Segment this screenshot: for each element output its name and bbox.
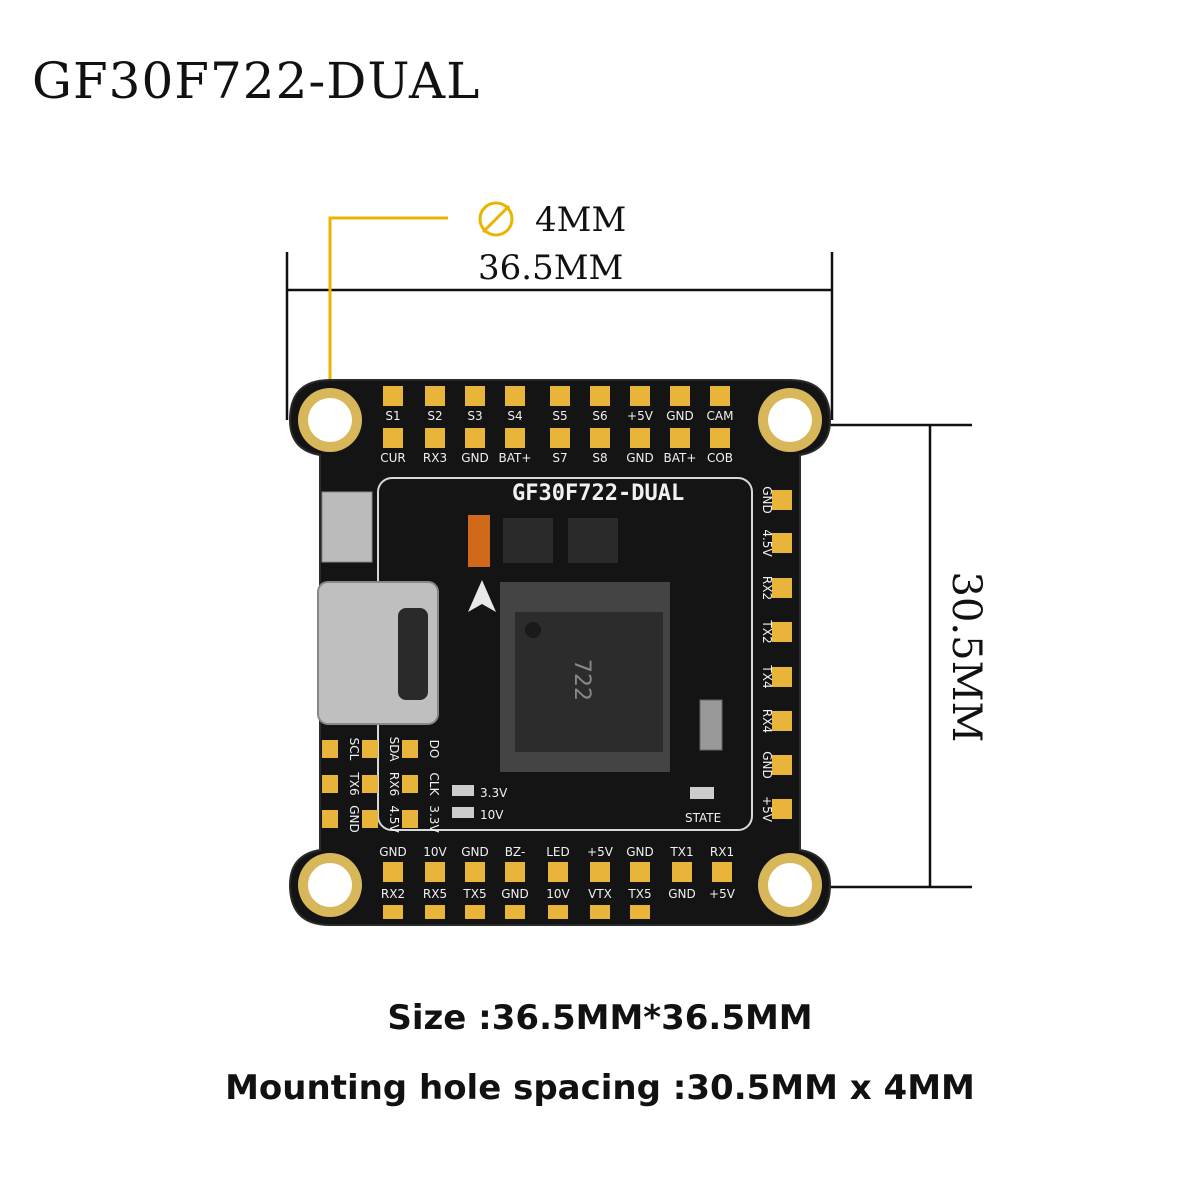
state-label: STATE [685, 811, 721, 825]
board-silkscreen-title: GF30F722-DUAL [512, 481, 684, 506]
boot-button [321, 491, 373, 563]
width-dimension-line [285, 252, 834, 420]
pad-label: RX1 [710, 845, 734, 859]
pad-label: GND [347, 805, 361, 833]
pad-label: RX3 [423, 451, 447, 465]
pad-label: 3.3V [427, 805, 441, 833]
pad-label: BAT+ [664, 451, 697, 465]
left-pads [322, 740, 418, 828]
pad-label: RX5 [423, 887, 447, 901]
pad-label: TX2 [760, 619, 774, 643]
size-spec: Size :36.5MM*36.5MM [387, 998, 813, 1038]
pad-label: COB [707, 451, 733, 465]
pad-label: +5V [709, 887, 736, 901]
pad-label: GND [626, 451, 654, 465]
pad-label: RX2 [381, 887, 405, 901]
pad-label: TX4 [760, 664, 774, 688]
pad-label: RX6 [387, 772, 401, 796]
pad-label: +5V [587, 845, 614, 859]
pad-label: BAT+ [499, 451, 532, 465]
pad-label: S4 [507, 409, 522, 423]
pad-label: GND [626, 845, 654, 859]
orange-component [468, 515, 490, 567]
pad-label: TX5 [462, 887, 486, 901]
pad-label: CLK [427, 773, 441, 797]
pad-label: +5V [760, 796, 774, 823]
pad-label: S2 [427, 409, 442, 423]
usb-c-connector [317, 581, 439, 725]
pad-label: GND [760, 751, 774, 779]
pad-label: 10V [546, 887, 570, 901]
small-chip [568, 518, 618, 563]
pad-label: LED [546, 845, 570, 859]
pad-label: S8 [592, 451, 607, 465]
top-pads [383, 386, 730, 448]
width-dimension-label: 36.5MM [478, 248, 624, 288]
pad-label: GND [760, 486, 774, 514]
chip-marking: 722 [569, 659, 594, 701]
pad-label: GND [379, 845, 407, 859]
pad-label: S1 [385, 409, 400, 423]
status-leds: 3.3V 10V STATE [452, 785, 721, 825]
right-pads [772, 490, 792, 819]
mounting-holes [298, 388, 822, 917]
pad-label: GND [666, 409, 694, 423]
bottom-pads [383, 862, 732, 919]
pad-label: BZ- [505, 845, 526, 859]
mcu-chip: 722 [500, 582, 670, 772]
pad-label: SCL [347, 738, 361, 761]
flight-controller-board: S1 S2 S3 S4 S5 S6 +5V GND CAM CUR RX3 GN… [288, 379, 832, 926]
pad-label: CAM [707, 409, 734, 423]
pad-label: GND [461, 845, 489, 859]
pad-label: GND [501, 887, 529, 901]
small-chip [503, 518, 553, 563]
right-pad-labels: GND 4.5V RX2 TX2 TX4 RX4 GND +5V [760, 486, 774, 822]
pad-label: 10V [423, 845, 447, 859]
pad-label: RX4 [760, 709, 774, 733]
pad-label: +5V [627, 409, 654, 423]
led-label: 10V [480, 808, 504, 822]
crystal-oscillator [699, 699, 723, 751]
pad-label: TX5 [627, 887, 651, 901]
hole-leader-line [328, 216, 448, 432]
pad-label: RX2 [760, 576, 774, 600]
bottom-pad-labels: GND 10V GND BZ- LED +5V GND TX1 RX1 RX2 … [379, 845, 735, 901]
pad-label: SDA [387, 737, 401, 763]
page-title: GF30F722-DUAL [32, 52, 481, 110]
hole-spacing-spec: Mounting hole spacing :30.5MM x 4MM [225, 1068, 975, 1108]
hole-diameter-label: 4MM [535, 200, 627, 240]
direction-arrow-icon [468, 580, 496, 612]
height-dimension-label: 30.5MM [943, 571, 989, 743]
pad-label: S5 [552, 409, 567, 423]
led-label: 3.3V [480, 786, 508, 800]
pad-label: GND [461, 451, 489, 465]
left-pad-labels: SCL TX6 GND SDA RX6 4.5V DO CLK 3.3V [347, 737, 441, 834]
pad-label: S6 [592, 409, 607, 423]
pad-label: 4.5V [760, 529, 774, 557]
pad-label: VTX [588, 887, 612, 901]
pad-label: TX1 [669, 845, 693, 859]
pad-label: CUR [380, 451, 406, 465]
pad-label: S3 [467, 409, 482, 423]
pad-label: S7 [552, 451, 567, 465]
top-pad-labels: S1 S2 S3 S4 S5 S6 +5V GND CAM CUR RX3 GN… [380, 409, 733, 465]
pad-label: 4.5V [387, 805, 401, 833]
pad-label: DO [427, 740, 441, 759]
pad-label: GND [668, 887, 696, 901]
pad-label: TX6 [347, 771, 361, 795]
diameter-symbol-icon [478, 201, 514, 237]
